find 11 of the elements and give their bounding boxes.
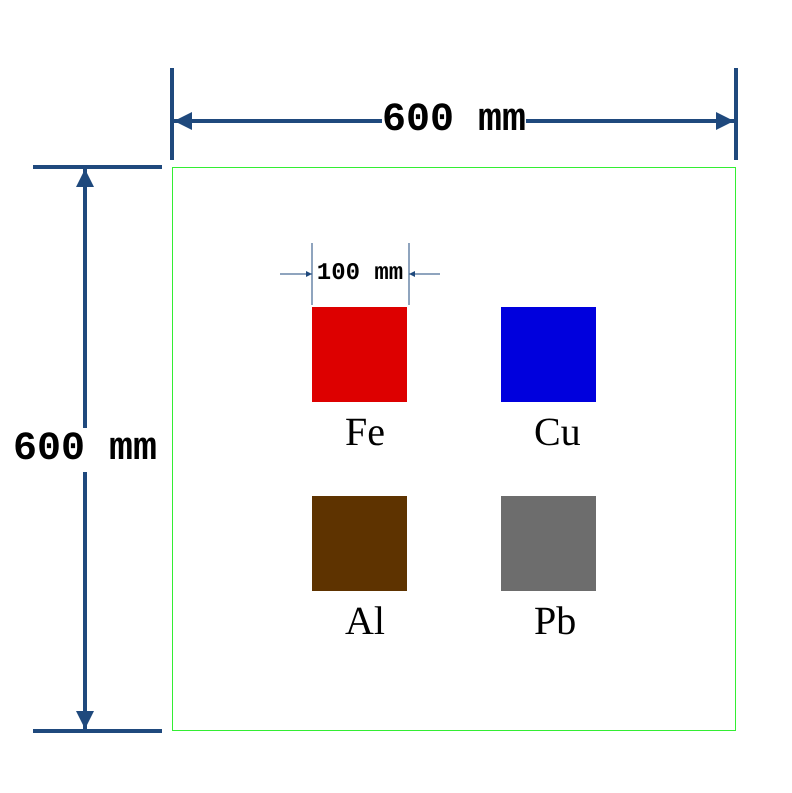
element-symbol: Al [345,599,385,643]
element-symbol: Pb [534,599,576,643]
element-symbol: Fe [345,410,385,454]
sample-square [501,307,596,402]
element-symbol: Cu [534,410,581,454]
sample-square [501,496,596,591]
sample-square [312,496,407,591]
sample-square [312,307,407,402]
plate-outline [172,167,736,731]
dimension-label: 600 mm [12,428,158,472]
dimension-label: 100 mm [316,260,404,288]
